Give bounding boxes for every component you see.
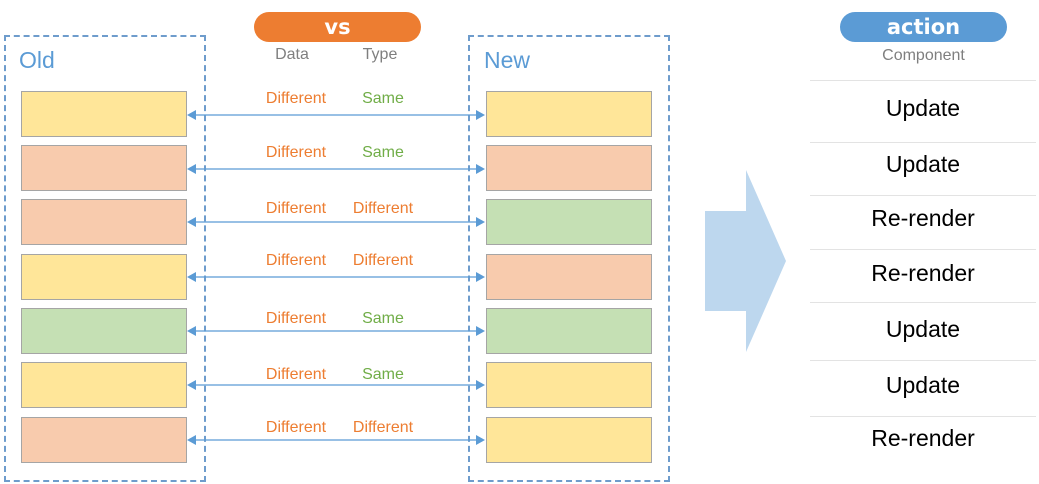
old-component-box	[21, 254, 187, 300]
arrowhead-right-icon	[476, 164, 485, 174]
new-component-box	[486, 145, 652, 191]
data-diff-label: Different	[265, 144, 327, 161]
component-label: Component	[882, 47, 965, 64]
action-separator	[810, 360, 1036, 361]
connector-arrows	[187, 110, 485, 445]
arrowhead-left-icon	[187, 380, 196, 390]
action-result: Re-render	[871, 260, 975, 286]
action-result: Update	[885, 316, 961, 342]
new-panel: New	[468, 35, 670, 482]
old-component-box	[21, 308, 187, 354]
data-diff-label: Different	[265, 200, 327, 217]
new-component-box	[486, 91, 652, 137]
type-diff-label: Different	[352, 252, 414, 269]
new-component-box	[486, 362, 652, 408]
new-component-box	[486, 308, 652, 354]
data-diff-label: Different	[265, 419, 327, 436]
type-column-label: Type	[362, 46, 398, 63]
arrowhead-right-icon	[476, 272, 485, 282]
data-diff-label: Different	[265, 90, 327, 107]
data-diff-label: Different	[265, 366, 327, 383]
type-diff-label: Same	[362, 310, 404, 327]
action-separator	[810, 142, 1036, 143]
arrowhead-left-icon	[187, 435, 196, 445]
arrowhead-right-icon	[476, 217, 485, 227]
arrowhead-right-icon	[476, 435, 485, 445]
arrowhead-left-icon	[187, 110, 196, 120]
new-component-box	[486, 254, 652, 300]
action-result: Re-render	[871, 425, 975, 451]
action-separator	[810, 80, 1036, 81]
action-result: Re-render	[871, 205, 975, 231]
arrowhead-left-icon	[187, 326, 196, 336]
arrowhead-right-icon	[476, 110, 485, 120]
action-separator	[810, 249, 1036, 250]
arrowhead-right-icon	[476, 326, 485, 336]
action-result: Update	[885, 372, 961, 398]
old-component-box	[21, 91, 187, 137]
action-result: Update	[885, 95, 961, 121]
arrowhead-right-icon	[476, 380, 485, 390]
new-component-box	[486, 417, 652, 463]
data-column-label: Data	[275, 46, 309, 63]
old-component-box	[21, 199, 187, 245]
arrowhead-left-icon	[187, 164, 196, 174]
action-separator	[810, 195, 1036, 196]
big-right-arrow-icon	[705, 170, 786, 352]
old-component-box	[21, 417, 187, 463]
new-panel-title: New	[484, 47, 531, 73]
type-diff-label: Same	[362, 144, 404, 161]
type-diff-label: Same	[362, 366, 404, 383]
arrowhead-left-icon	[187, 217, 196, 227]
old-panel-title: Old	[19, 47, 55, 73]
action-separator	[810, 416, 1036, 417]
type-diff-label: Different	[352, 200, 414, 217]
old-component-box	[21, 145, 187, 191]
data-diff-label: Different	[265, 310, 327, 327]
old-component-box	[21, 362, 187, 408]
arrowhead-left-icon	[187, 272, 196, 282]
action-separator	[810, 302, 1036, 303]
data-diff-label: Different	[265, 252, 327, 269]
old-panel: Old	[4, 35, 206, 482]
new-component-box	[486, 199, 652, 245]
type-diff-label: Different	[352, 419, 414, 436]
vs-pill: vs	[254, 12, 421, 42]
type-diff-label: Same	[362, 90, 404, 107]
action-pill: action	[840, 12, 1007, 42]
action-result: Update	[885, 151, 961, 177]
